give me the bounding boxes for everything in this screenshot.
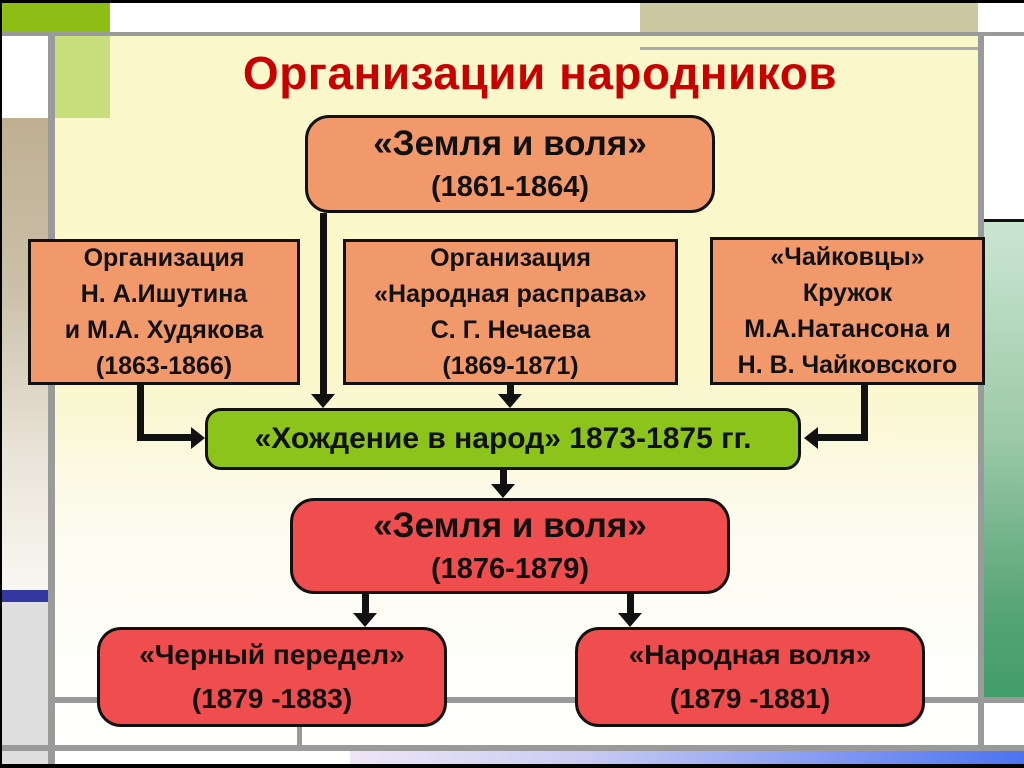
arrow-ishutin-horizontal — [137, 434, 192, 441]
node-line: «Народная расправа» — [374, 280, 647, 308]
node-narodnaya-rasprava: Организация «Народная расправа» С. Г. Не… — [343, 239, 678, 385]
arrow-ishutin-head — [191, 427, 205, 449]
arrow-khozhdenie-to-zemlya2-line — [500, 470, 507, 486]
arrow-zemlya1-to-khozhdenie-line — [320, 213, 327, 396]
node-years: (1861-1864) — [431, 171, 589, 203]
arrow-zemlya2-to-narodnaya-line — [627, 594, 634, 614]
node-years: (1863-1866) — [95, 352, 233, 380]
node-title: «Земля и воля» — [373, 506, 647, 545]
node-years: (1879 -1881) — [669, 683, 831, 714]
arrow-zemlya2-to-cherny-head — [353, 613, 377, 627]
node-title: «Народная воля» — [628, 639, 872, 670]
decor-left-white — [2, 36, 48, 118]
node-line: Организация — [430, 244, 591, 272]
node-khozhdenie-v-narod: «Хождение в народ» 1873-1875 гг. — [205, 408, 801, 470]
node-title: «Черный передел» — [139, 639, 405, 670]
node-line: С. Г. Нечаева — [430, 316, 591, 344]
node-ishutin: Организация Н. А.Ишутина и М.А. Худякова… — [28, 239, 300, 385]
decor-teal-column — [984, 219, 1024, 703]
decor-thin-line — [640, 47, 978, 50]
grid-line-bottom — [0, 745, 1024, 751]
decor-green-bar — [2, 3, 110, 32]
frame-edge-left — [0, 0, 2, 768]
node-cherny-peredel: «Черный передел» (1879 -1883) — [97, 627, 447, 727]
node-years: (1869-1871) — [442, 352, 579, 380]
node-line: Кружок — [802, 279, 893, 307]
arrow-ishutin-vertical — [137, 385, 144, 441]
grid-line-right — [978, 36, 984, 751]
node-zemlya-volya-2: «Земля и воля» (1876-1879) — [290, 498, 730, 594]
node-tchaikovtsy: «Чайковцы» Кружок М.А.Натансона и Н. В. … — [710, 237, 985, 385]
decor-lightgreen-square — [55, 36, 110, 118]
node-line: Н. А.Ишутина — [80, 280, 248, 308]
node-years: (1879 -1883) — [191, 683, 353, 714]
grid-line-left — [48, 32, 55, 764]
arrow-zemlya2-to-narodnaya-head — [618, 613, 642, 627]
grid-line-lower — [55, 697, 1024, 703]
arrow-khozhdenie-to-zemlya2-head — [491, 484, 515, 498]
node-line: «Чайковцы» — [770, 243, 925, 271]
grid-line-top — [0, 32, 1024, 36]
decor-blue-gradient-bar — [350, 751, 1024, 764]
node-line: Н. В. Чайковского — [737, 351, 958, 379]
arrow-zemlya1-to-khozhdenie-head — [311, 394, 335, 408]
node-line: и М.А. Худякова — [64, 316, 264, 344]
arrow-tchaikovtsy-horizontal — [818, 434, 868, 441]
node-line: Организация — [83, 244, 245, 272]
frame-edge-top — [0, 0, 1024, 3]
decor-khaki-bar — [640, 3, 978, 32]
arrow-zemlya2-to-cherny-line — [362, 594, 369, 614]
node-title: «Земля и воля» — [373, 124, 647, 163]
arrow-tchaikovtsy-vertical — [861, 385, 868, 441]
arrow-rasprava-to-khozhdenie-line — [507, 385, 514, 396]
page-title: Организации народников — [242, 47, 838, 99]
frame-edge-bottom — [0, 764, 1024, 768]
node-narodnaya-volya: «Народная воля» (1879 -1881) — [575, 627, 925, 727]
node-line: М.А.Натансона и — [744, 315, 951, 343]
decor-navy-bar — [2, 590, 48, 602]
decor-left-gray-column — [2, 602, 48, 764]
arrow-rasprava-to-khozhdenie-head — [498, 394, 522, 408]
arrow-tchaikovtsy-head — [804, 427, 818, 449]
node-title: «Хождение в народ» 1873-1875 гг. — [254, 422, 752, 455]
node-zemlya-volya-1: «Земля и воля» (1861-1864) — [305, 115, 715, 213]
node-years: (1876-1879) — [431, 553, 589, 585]
